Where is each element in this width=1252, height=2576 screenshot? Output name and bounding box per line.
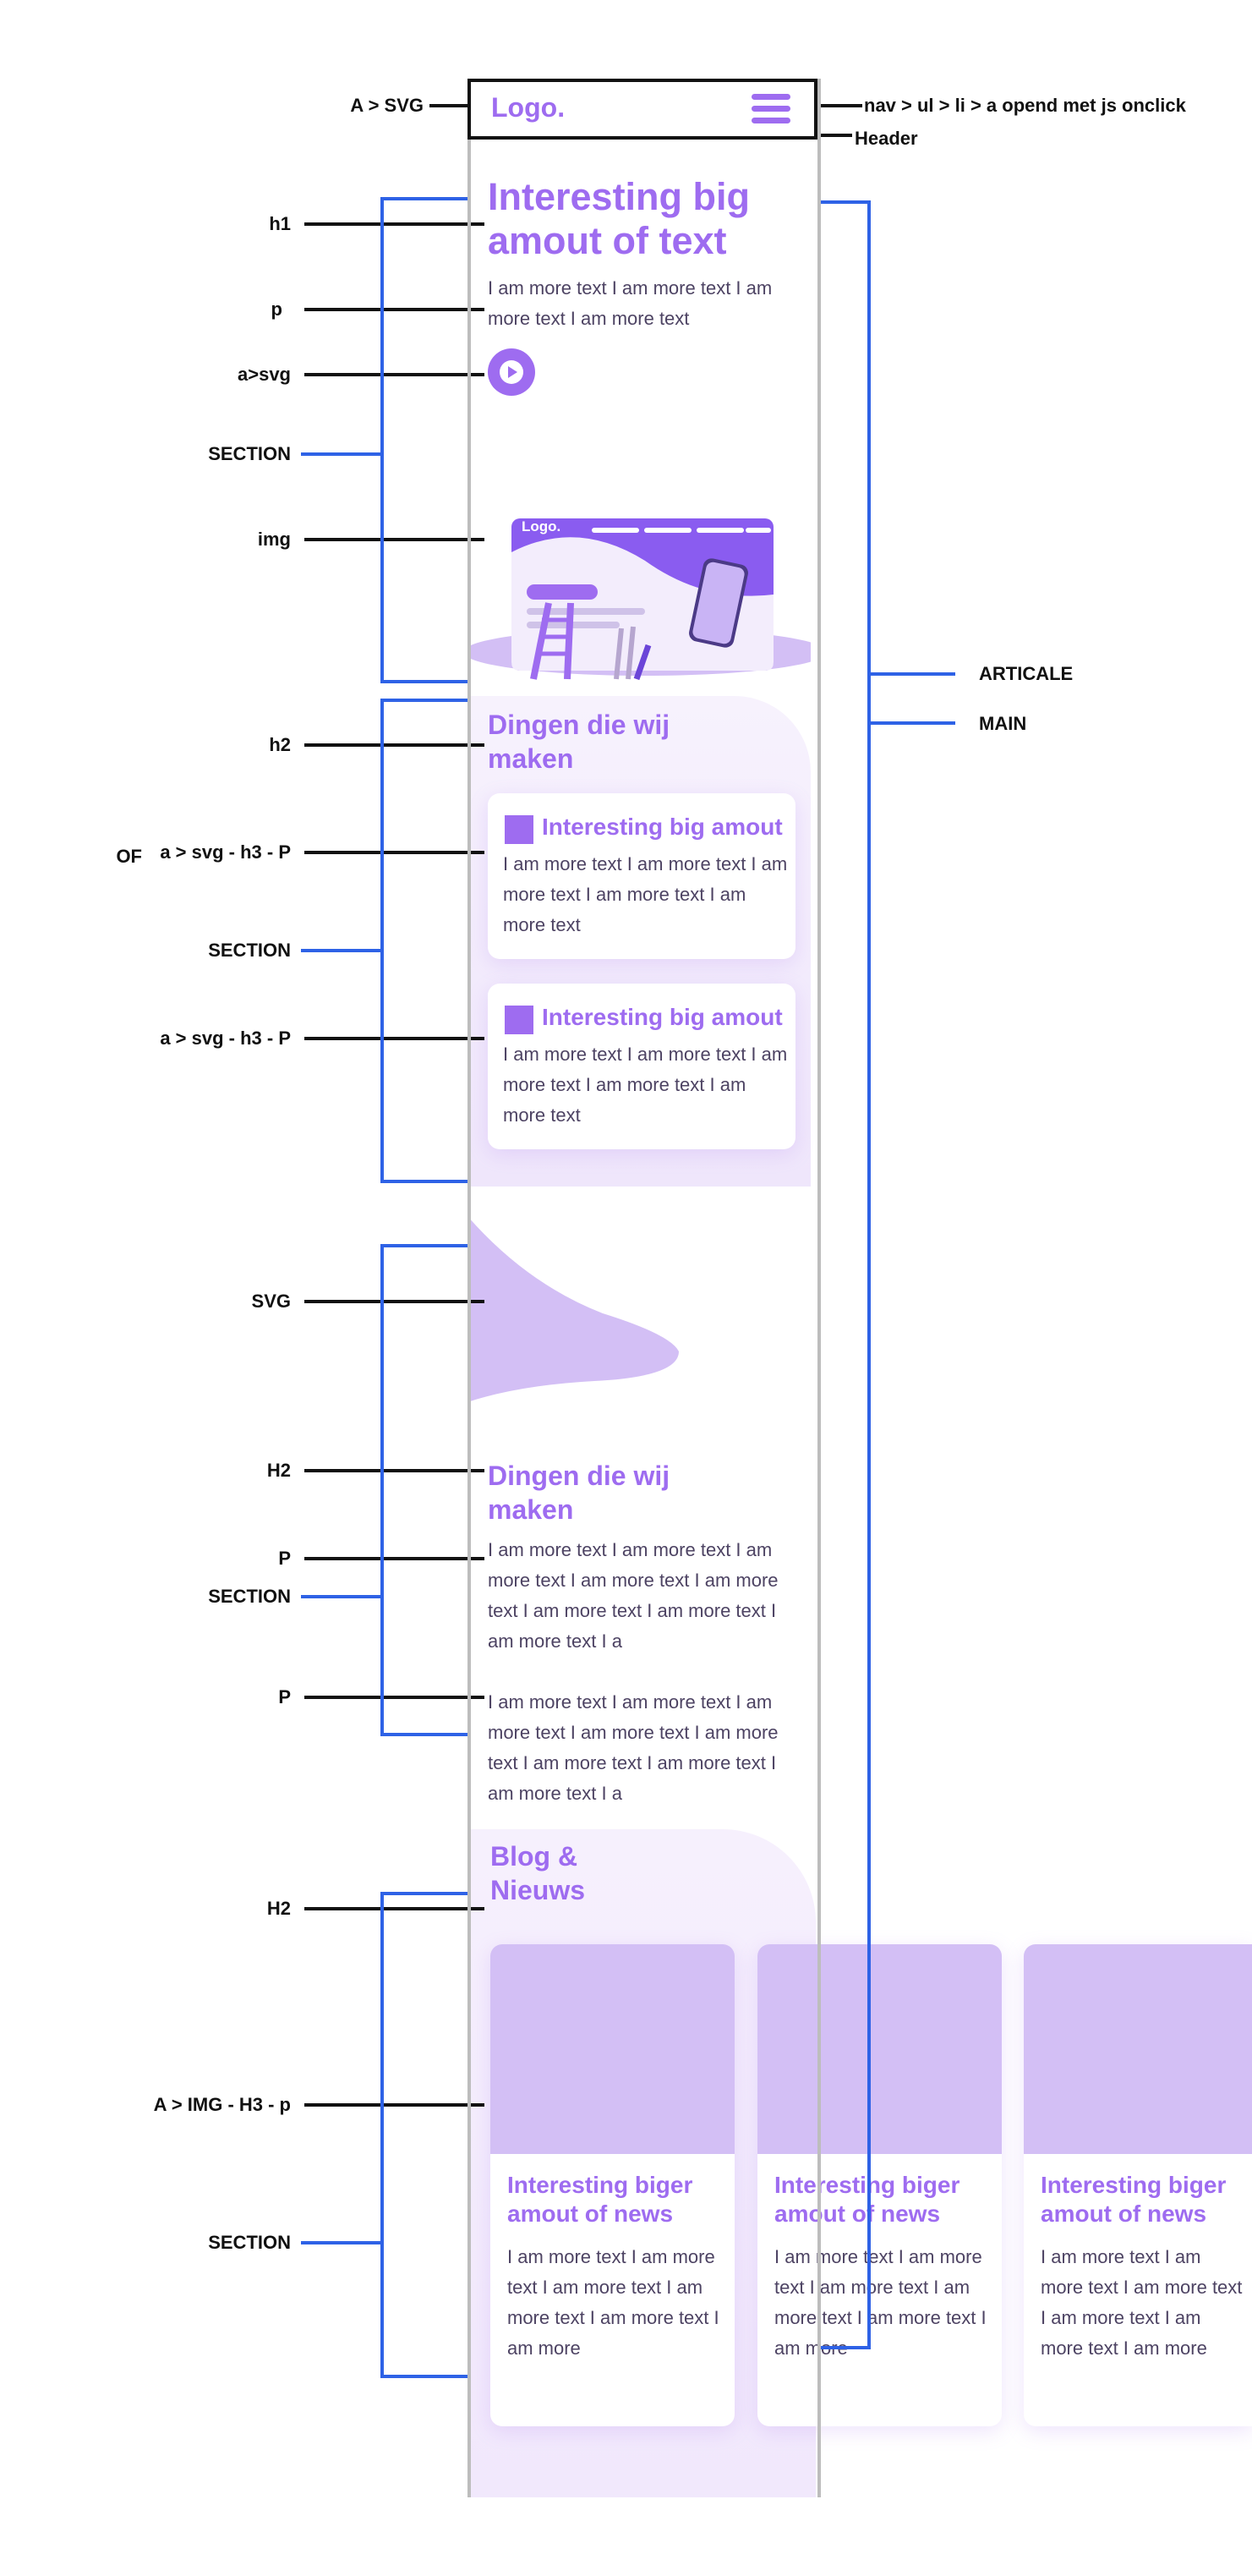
annotation-label: img [257, 529, 291, 550]
annotation-line [304, 308, 484, 311]
annotation-line [304, 222, 484, 226]
blog-card-image [490, 1944, 735, 2154]
annotation-line [304, 1469, 484, 1472]
service-card-text: I am more text I am more text I am more … [503, 853, 788, 935]
section-bracket [380, 1892, 469, 1895]
services-title: Dingen die wij maken [488, 710, 670, 774]
annotation-label: H2 [266, 1460, 291, 1481]
annotation-label: SECTION [208, 443, 291, 464]
annotation-label: MAIN [979, 713, 1027, 734]
annotation-line [871, 672, 955, 676]
annotation-line [304, 2103, 484, 2107]
annotation-label: a > svg - h3 - P [160, 1028, 291, 1049]
annotation-label: P [278, 1686, 291, 1707]
logo[interactable]: Logo. [491, 92, 566, 123]
annotation-line [304, 538, 484, 541]
blog-card-image [1024, 1944, 1252, 2154]
annotation-line [301, 949, 384, 952]
annotation-label: A > IMG - H3 - p [153, 2094, 291, 2115]
hamburger-icon[interactable] [752, 94, 790, 124]
section-bracket [380, 1244, 384, 1736]
annotation-line [304, 373, 484, 376]
annotation-label: SECTION [208, 1586, 291, 1607]
annotation-line [301, 452, 384, 456]
service-card[interactable]: Interesting big amout I am more text I a… [488, 793, 795, 959]
text-section-paragraph: I am more text I am more text I am more … [488, 1539, 779, 1652]
blog-card-text: I am more text I am more text I am more … [507, 2246, 719, 2359]
annotation-label: OF [116, 846, 142, 867]
main-bracket [818, 200, 871, 204]
main-bracket [818, 2346, 871, 2349]
annotation-line [301, 1595, 384, 1598]
annotation-line [304, 1037, 484, 1040]
service-card-title: Interesting big amout [542, 814, 783, 840]
annotation-line [304, 1557, 484, 1560]
header: Logo. [467, 79, 817, 140]
decorative-blob [467, 1216, 687, 1419]
section-bracket [380, 699, 469, 702]
section-bracket [380, 197, 384, 683]
blog-card[interactable]: Interesting biger amout of news I am mor… [490, 1944, 735, 2426]
annotation-line [814, 134, 852, 137]
blog-card[interactable]: Interesting biger amout of news I am mor… [1024, 1944, 1252, 2426]
play-button[interactable] [488, 348, 535, 396]
text-section-paragraph: I am more text I am more text I am more … [488, 1691, 779, 1804]
annotation-line [304, 743, 484, 747]
annotation-label: H2 [266, 1898, 291, 1919]
annotation-label: SECTION [208, 2232, 291, 2253]
annotation-line [871, 721, 955, 725]
blog-card-title: Interesting biger amout of news [774, 2172, 960, 2227]
annotation-label: a>svg [238, 364, 291, 385]
service-card-text: I am more text I am more text I am more … [503, 1044, 788, 1126]
illustration-logo: Logo. [522, 518, 561, 534]
square-icon [505, 1006, 533, 1034]
text-section-title: Dingen die wij maken [488, 1461, 670, 1525]
play-icon [500, 360, 523, 384]
hero-illustration: Logo. [463, 434, 827, 688]
section-bracket [380, 197, 469, 200]
blog-card-text: I am more text I am more text I am more … [774, 2246, 987, 2359]
annotation-line [429, 104, 467, 107]
hero-text: I am more text I am more text I am more … [488, 277, 773, 329]
annotation-label: SVG [251, 1291, 291, 1312]
section-bracket [380, 1733, 469, 1736]
section-bracket [380, 1892, 384, 2378]
annotation-line [304, 1300, 484, 1303]
annotation-line [304, 1696, 484, 1699]
blog-card[interactable]: Interesting biger amout of news I am mor… [757, 1944, 1002, 2426]
blog-card-text: I am more text I am more text I am more … [1041, 2246, 1243, 2359]
annotation-label: p [271, 299, 282, 320]
section-bracket [380, 680, 469, 683]
annotation-label: a > svg - h3 - P [160, 841, 291, 863]
annotation-label: A > SVG [350, 95, 424, 116]
annotation-line [301, 2241, 384, 2244]
hero-title: Interesting big amout of text [488, 175, 751, 262]
section-bracket [380, 699, 384, 1183]
blog-card-title: Interesting biger amout of news [1041, 2172, 1227, 2227]
main-bracket [867, 200, 871, 2349]
section-bracket [380, 2375, 469, 2378]
section-bracket [380, 1244, 469, 1247]
annotation-label: ARTICALE [979, 663, 1074, 684]
annotation-line [304, 851, 484, 854]
service-card[interactable]: Interesting big amout I am more text I a… [488, 984, 795, 1149]
annotation-label: h1 [269, 213, 291, 234]
blog-card-image [757, 1944, 1002, 2154]
annotation-label: P [278, 1548, 291, 1569]
annotation-line [793, 104, 862, 107]
annotation-label: Header [855, 128, 918, 149]
section-bracket [380, 1180, 469, 1183]
annotation-label: SECTION [208, 940, 291, 961]
square-icon [505, 815, 533, 844]
blog-title: Blog & Nieuws [490, 1841, 586, 1905]
annotation-label: nav > ul > li > a opend met js onclick [864, 95, 1186, 116]
annotation-label: h2 [269, 734, 291, 755]
service-card-title: Interesting big amout [542, 1004, 783, 1030]
blog-card-title: Interesting biger amout of news [507, 2172, 693, 2227]
annotation-line [304, 1907, 484, 1910]
